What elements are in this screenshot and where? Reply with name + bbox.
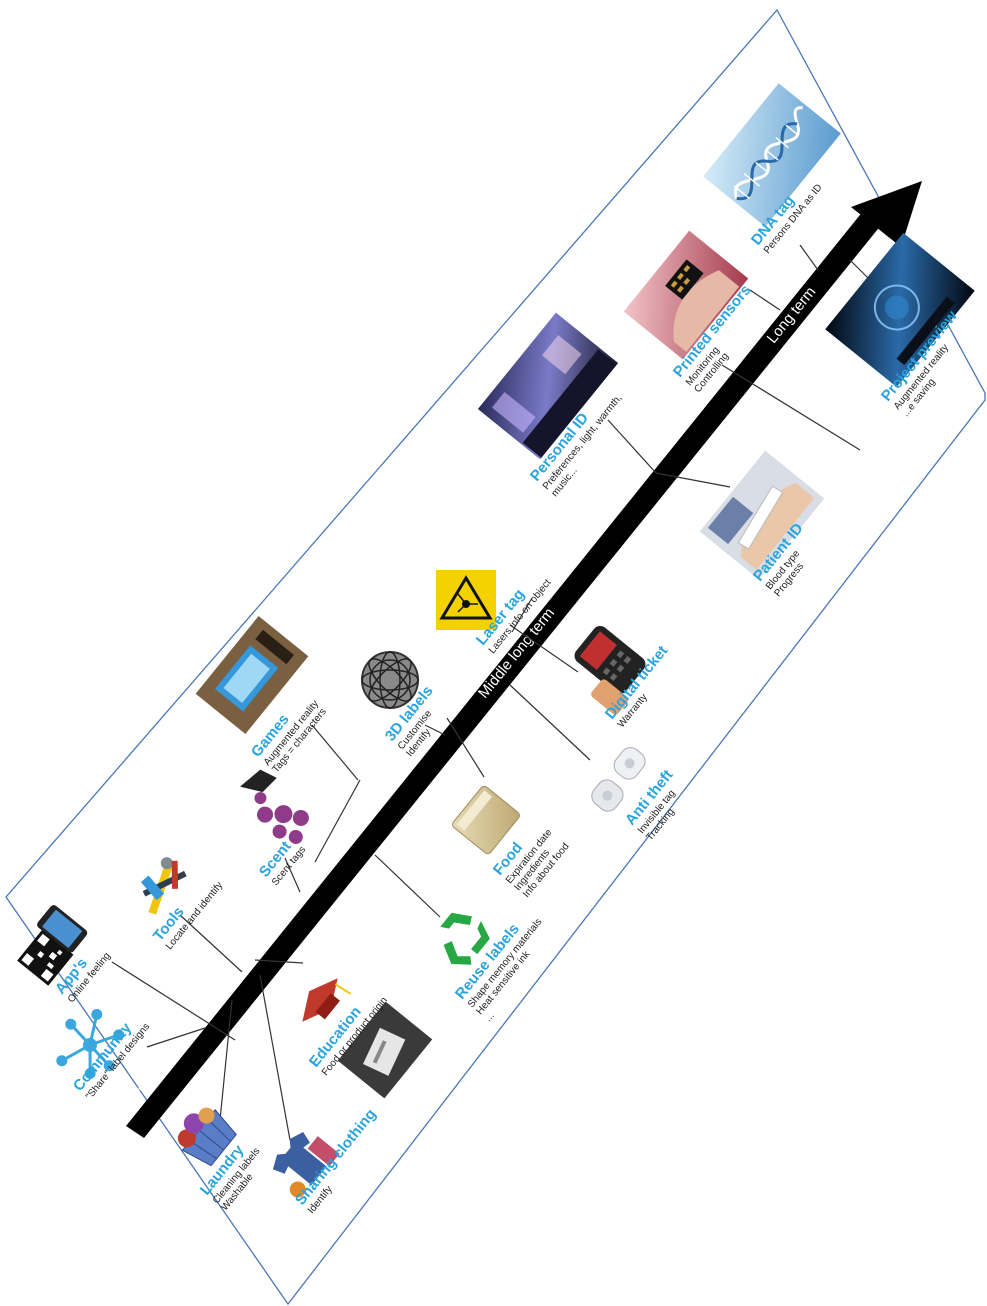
diagram-canvas: Present Short term Middle long term Long…: [0, 0, 987, 1306]
timeline-diagram: Present Short term Middle long term Long…: [0, 0, 987, 1306]
